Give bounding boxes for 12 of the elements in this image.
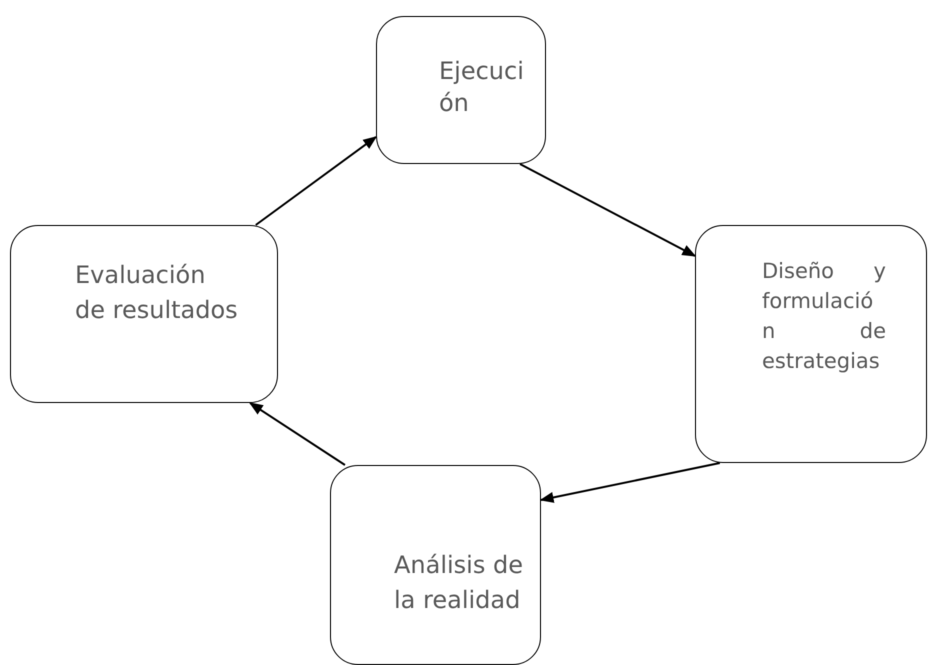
process-box — [695, 225, 927, 463]
arrow — [255, 136, 378, 226]
process-box — [10, 225, 278, 403]
box-label: Diseño y formulación de estrategias — [762, 258, 886, 375]
box-label: Análisis de la realidad — [394, 550, 524, 616]
arrow — [540, 462, 720, 503]
arrow — [248, 402, 346, 466]
arrow — [520, 163, 696, 257]
process-box — [330, 465, 541, 665]
box-label: Ejecución — [439, 56, 525, 119]
process-box — [376, 16, 546, 164]
box-label: Evaluación de resultados — [75, 260, 239, 326]
